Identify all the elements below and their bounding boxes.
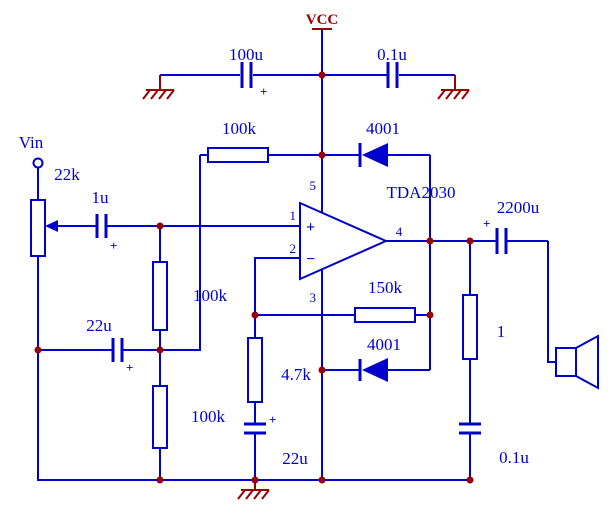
- label-c-fb: 22u: [282, 449, 308, 468]
- pin-label-4: 4: [396, 224, 403, 239]
- capacitor-bulk-supply: + 100u: [229, 45, 267, 99]
- resistor-bias-bottom: 100k: [152, 385, 226, 449]
- pin-label-5: 5: [310, 178, 317, 193]
- wiper-arrow-icon: [45, 220, 58, 232]
- vcc-terminal: VCC: [306, 12, 339, 30]
- label-vin: Vin: [19, 133, 44, 152]
- label-c-bias: 22u: [86, 316, 112, 335]
- wires: [37, 30, 556, 481]
- label-r-bias-mid: 100k: [193, 286, 228, 305]
- pin-label-3: 3: [310, 290, 317, 305]
- opamp-tda2030: + − TDA2030 1 2 3 4 5: [290, 178, 456, 305]
- potentiometer-volume: 22k: [30, 165, 80, 257]
- speaker-icon: [555, 334, 599, 390]
- input-terminal: Vin: [19, 133, 44, 169]
- capacitor-input: + 1u: [92, 188, 118, 253]
- diode-bottom-icon: 4001: [358, 335, 401, 382]
- capacitor-feedback: + 22u: [244, 412, 308, 468]
- wire-pin2-input: [254, 257, 300, 315]
- label-c-zobel: 0.1u: [499, 448, 529, 467]
- label-d-top: 4001: [366, 119, 400, 138]
- capacitor-hf-supply: 0.1u: [377, 45, 407, 88]
- capacitor-zobel: 0.1u: [459, 422, 529, 467]
- vin-terminal-icon: [32, 157, 44, 169]
- capacitor-output: + 2200u: [483, 198, 540, 254]
- diode-top-icon: 4001: [358, 119, 400, 167]
- pin-label-1: 1: [290, 208, 297, 223]
- label-c-hf: 0.1u: [377, 45, 407, 64]
- resistor-zobel: 1: [462, 294, 506, 360]
- pin-label-2: 2: [290, 241, 297, 256]
- label-c-bulk: 100u: [229, 45, 264, 64]
- polarity-plus: +: [110, 238, 117, 253]
- resistor-feedback: 150k: [354, 278, 416, 323]
- resistor-bias-top: 100k: [207, 119, 269, 163]
- wire-output-row: [386, 240, 556, 363]
- polarity-plus: +: [126, 360, 133, 375]
- wire-left-rail-and-bottom: [37, 256, 470, 481]
- ground-symbol-bottom: [237, 480, 270, 500]
- junction-dots: [34, 71, 474, 484]
- label-r-fb-gnd: 4.7k: [281, 365, 311, 384]
- label-r-fb: 150k: [368, 278, 403, 297]
- resistor-feedback-ground: 4.7k: [247, 337, 311, 403]
- ground-symbol-top-left: [142, 75, 175, 100]
- label-r-zobel: 1: [497, 322, 506, 341]
- label-c-in: 1u: [92, 188, 110, 207]
- wire-r1-branch: [160, 155, 201, 351]
- opamp-inverting-sign: −: [306, 251, 315, 268]
- label-ic-name: TDA2030: [387, 183, 456, 202]
- vcc-label: VCC: [306, 12, 339, 28]
- label-c-out: 2200u: [497, 198, 540, 217]
- resistor-bias-mid: 100k: [152, 261, 228, 331]
- polarity-plus: +: [269, 412, 276, 427]
- polarity-plus: +: [260, 84, 267, 99]
- label-r-bias-bottom: 100k: [191, 407, 226, 426]
- opamp-noninverting-sign: +: [306, 219, 315, 236]
- label-r-bias-top: 100k: [222, 119, 257, 138]
- label-d-bot: 4001: [367, 335, 401, 354]
- capacitor-bias: + 22u: [86, 316, 133, 375]
- polarity-plus: +: [483, 216, 490, 231]
- label-pot: 22k: [54, 165, 80, 184]
- ground-symbol-top-right: [437, 75, 470, 100]
